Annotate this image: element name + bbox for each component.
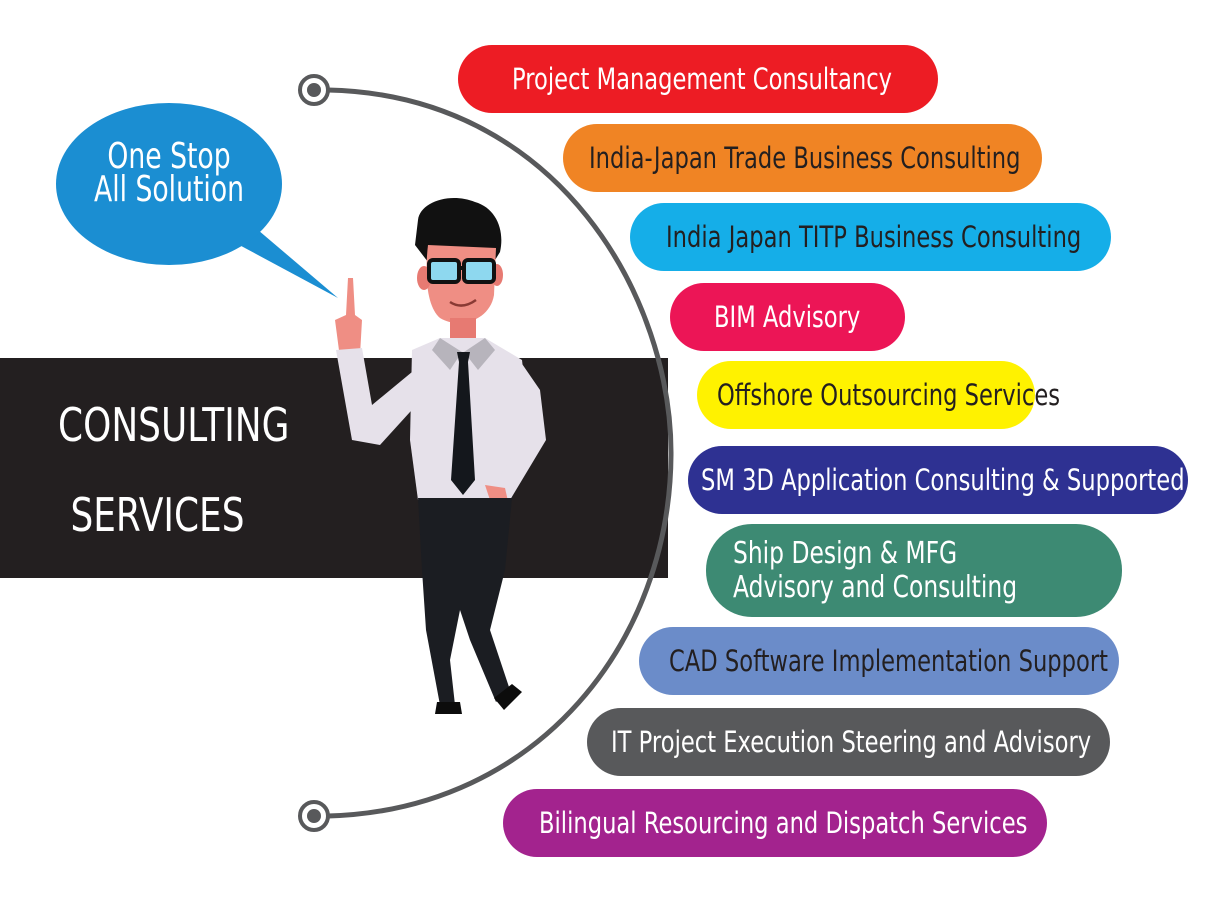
service-label: Ship Design & MFG Advisory and Consultin… [733,535,1018,605]
service-offshore-outsourcing[interactable]: Offshore Outsourcing Services [697,361,1060,429]
consulting-services-band [0,358,668,578]
service-label-line2: Advisory and Consulting [733,569,1018,605]
businessman-illustration-icon [335,198,546,714]
service-it-project-execution[interactable]: IT Project Execution Steering and Adviso… [587,708,1110,776]
service-label: Project Management Consultancy [512,62,893,96]
service-label: IT Project Execution Steering and Adviso… [611,725,1092,759]
service-label: CAD Software Implementation Support [669,644,1109,678]
band-title-line1: CONSULTING [58,398,290,452]
service-bim-advisory[interactable]: BIM Advisory [670,283,905,351]
service-label-line1: Ship Design & MFG [733,535,958,571]
arc-bottom-node-icon [298,800,330,832]
service-bilingual-resourcing[interactable]: Bilingual Resourcing and Dispatch Servic… [503,789,1047,857]
band-title-line2: SERVICES [70,488,245,542]
service-label: India Japan TITP Business Consulting [666,220,1082,254]
arc-top-node-icon [298,74,330,106]
bubble-line1: One Stop [107,136,231,177]
service-label: BIM Advisory [714,300,861,334]
service-cad-software[interactable]: CAD Software Implementation Support [639,627,1119,695]
service-label: Offshore Outsourcing Services [717,378,1061,412]
speech-bubble-text: One Stop All Solution [85,136,252,210]
service-india-japan-titp[interactable]: India Japan TITP Business Consulting [630,203,1111,271]
service-label: India-Japan Trade Business Consulting [589,141,1021,175]
bubble-line2: All Solution [93,169,245,210]
service-sm3d-application[interactable]: SM 3D Application Consulting & Supported [688,446,1188,514]
service-label: Bilingual Resourcing and Dispatch Servic… [539,806,1028,840]
service-ship-design[interactable]: Ship Design & MFG Advisory and Consultin… [706,524,1122,617]
service-label: SM 3D Application Consulting & Supported [701,463,1185,497]
service-india-japan-trade[interactable]: India-Japan Trade Business Consulting [563,124,1042,192]
service-project-management[interactable]: Project Management Consultancy [458,45,938,113]
speech-bubble [56,103,282,265]
